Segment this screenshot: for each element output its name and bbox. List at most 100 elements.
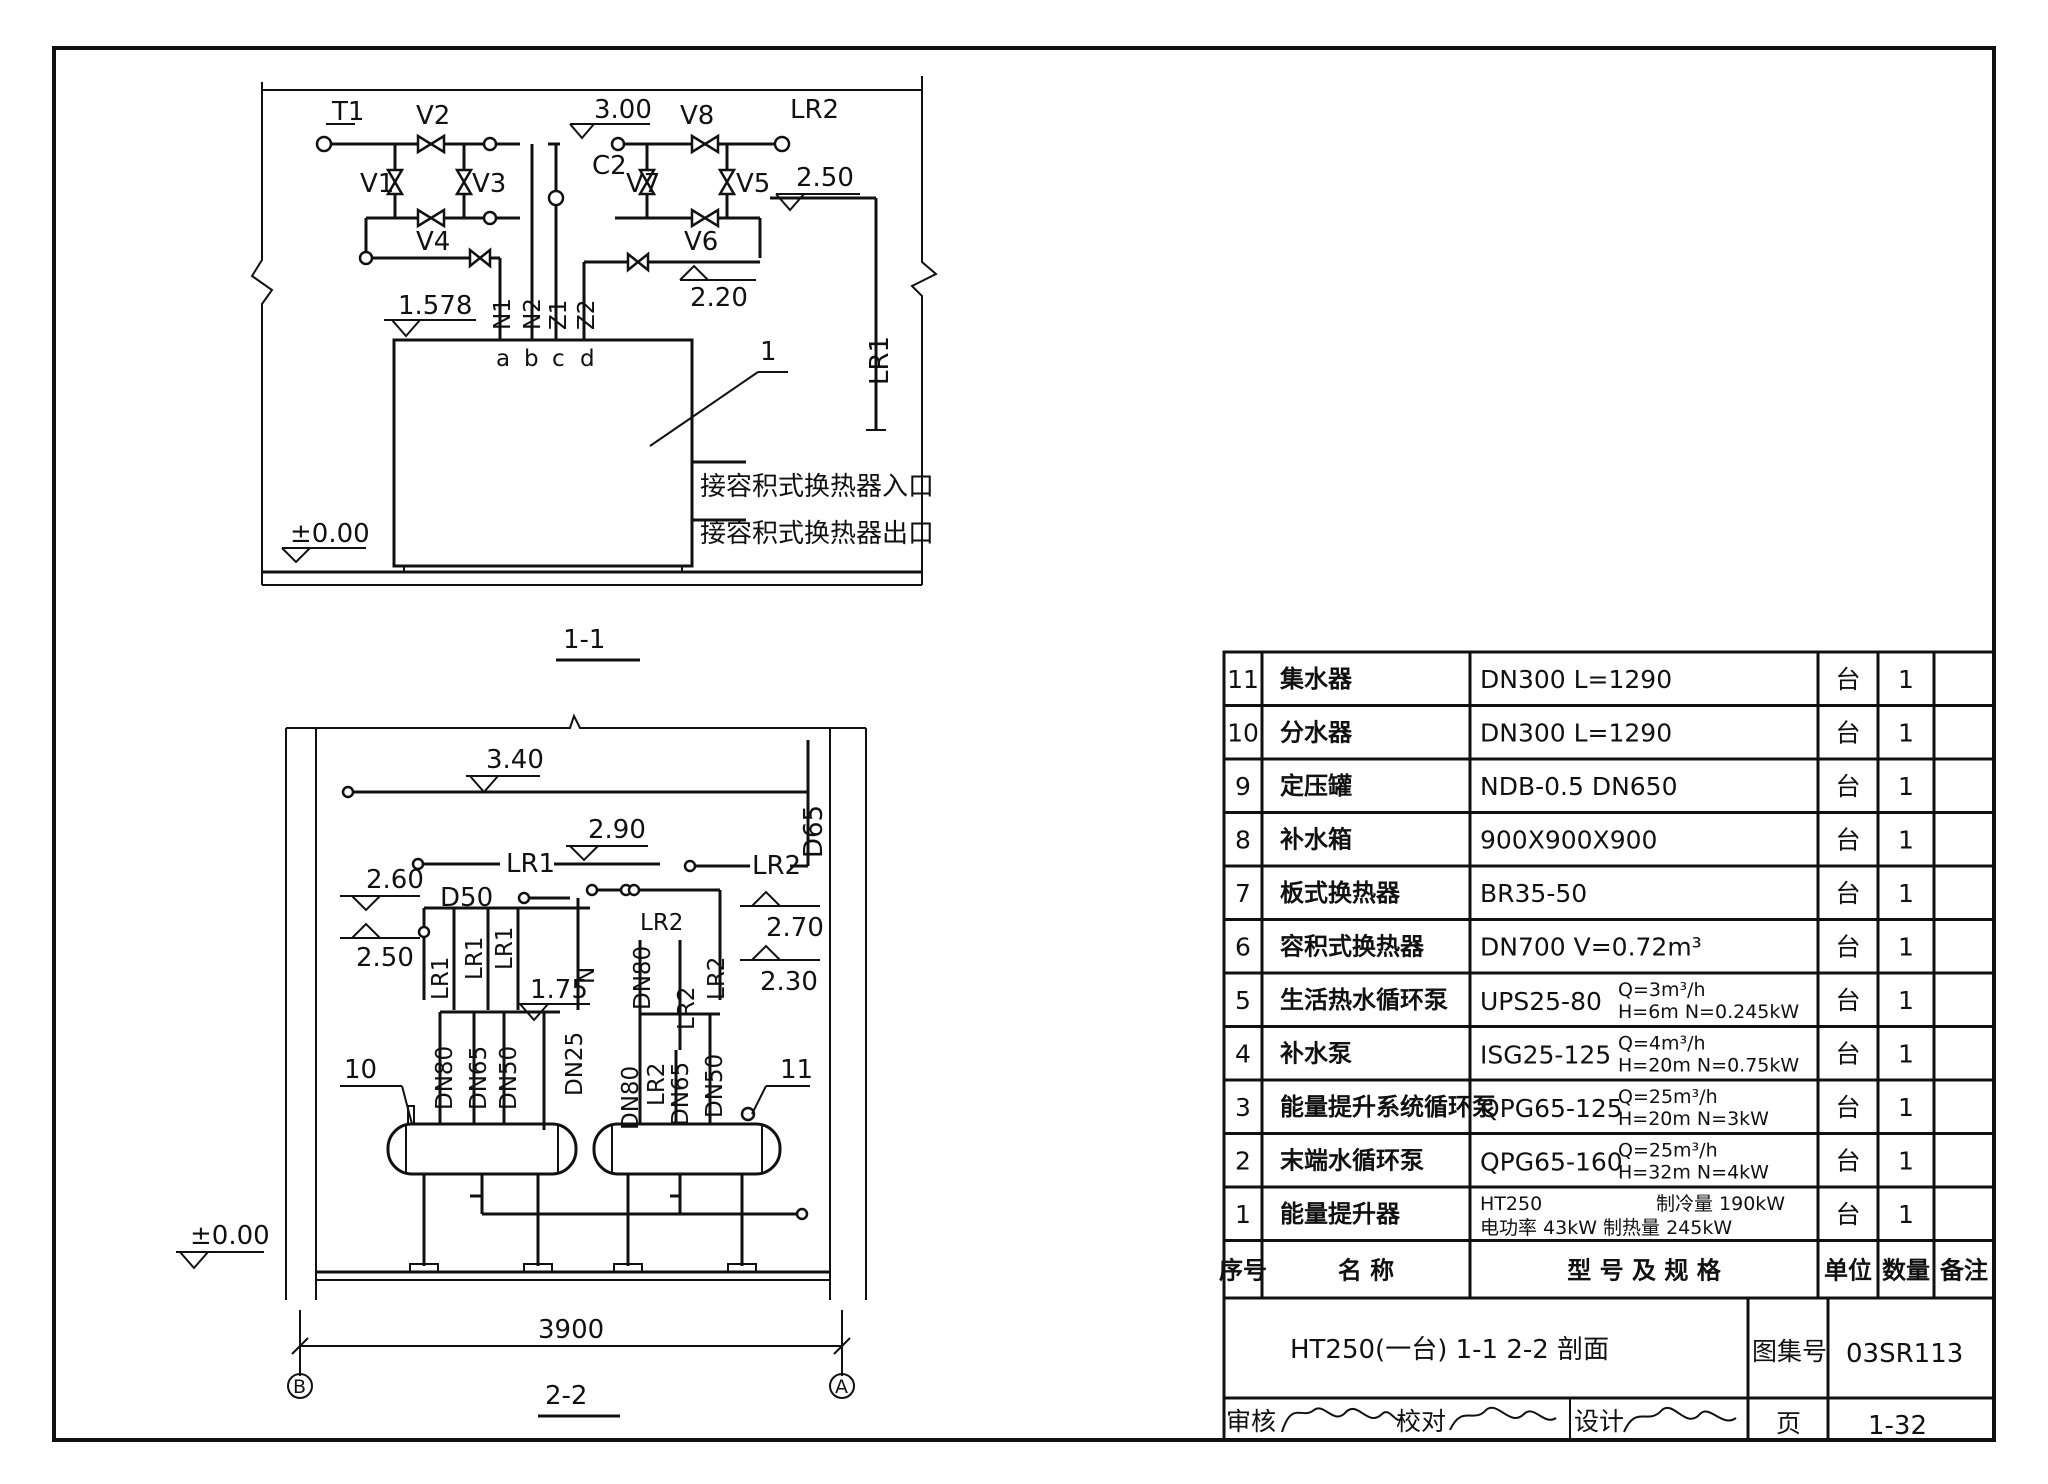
section-title-1-1: 1-1 — [563, 625, 605, 655]
svg-text:V7: V7 — [626, 169, 660, 199]
table-cell-spec-extra: H=20m N=3kW — [1618, 1108, 1769, 1130]
svg-text:3.00: 3.00 — [594, 95, 652, 125]
table-cell-spec-extra: H=6m N=0.245kW — [1618, 1001, 1799, 1023]
title-block: HT250(一台) 1-1 2-2 剖面 图集号 03SR113 审核 校对 设… — [1222, 1296, 1996, 1442]
svg-text:V8: V8 — [680, 101, 714, 131]
table-cell-spec: 900X900X900 — [1480, 825, 1657, 854]
page-label: 页 — [1776, 1409, 1801, 1438]
table-cell-name: 补水泵 — [1280, 1039, 1352, 1067]
label-n1: N1 — [490, 298, 516, 330]
label-n: N — [574, 967, 600, 984]
table-header-cell: 备注 — [1939, 1256, 1988, 1284]
table-cell-no: 5 — [1235, 986, 1251, 1015]
dimension-ticks — [291, 1337, 851, 1355]
label-lr1a: LR1 — [506, 849, 555, 879]
label-z2: Z2 — [574, 300, 600, 330]
table-cell-name: 板式换热器 — [1280, 879, 1401, 907]
table-cell-unit: 台 — [1835, 718, 1860, 747]
table-cell-qty: 1 — [1898, 772, 1914, 801]
table-cell-qty: 1 — [1898, 665, 1914, 694]
table-cell-name: 能量提升系统循环泵 — [1280, 1093, 1496, 1121]
drawing-title: HT250(一台) 1-1 2-2 剖面 — [1290, 1335, 1609, 1365]
elev-340: 3.40 — [466, 745, 544, 794]
table-cell-spec-extra: Q=25m³/h — [1618, 1086, 1718, 1108]
page-number: 1-32 — [1868, 1411, 1927, 1441]
svg-text:2.20: 2.20 — [690, 283, 748, 313]
label-inlet: 接容积式换热器入口 — [700, 472, 934, 502]
svg-text:1.75: 1.75 — [530, 975, 588, 1005]
valve-v8: V8 — [680, 101, 720, 155]
pipe-node — [482, 136, 498, 152]
label-v-dn80b: DN80 — [618, 1066, 644, 1130]
table-cell-qty: 1 — [1898, 718, 1914, 747]
label-n2: N2 — [520, 298, 546, 330]
svg-text:V5: V5 — [736, 169, 770, 199]
support-base — [523, 1263, 553, 1273]
label-lr1c: LR1 — [462, 937, 488, 980]
table-cell-spec: QPG65-160 — [1480, 1147, 1623, 1176]
table-cell-unit: 台 — [1835, 1200, 1860, 1229]
table-cell-qty: 1 — [1898, 986, 1914, 1015]
table-cell-name: 分水器 — [1280, 718, 1353, 746]
port-c: c — [552, 346, 565, 372]
table-cell-qty: 1 — [1898, 1200, 1914, 1229]
support-base — [727, 1263, 757, 1273]
label-lr1: LR1 — [865, 336, 895, 385]
elev-220: 2.20 — [679, 264, 756, 313]
table-cell-qty: 1 — [1898, 1039, 1914, 1068]
table-cell-spec: ISG25-125 — [1480, 1040, 1611, 1069]
table-cell-spec-extra: H=32m N=4kW — [1618, 1161, 1769, 1183]
table-cell-name: 集水器 — [1279, 665, 1353, 693]
label-lr2d: LR2 — [704, 957, 730, 1000]
label-lr2c: LR2 — [674, 987, 700, 1030]
table-header-cell: 型 号 及 规 格 — [1567, 1256, 1721, 1284]
pipe-node — [517, 891, 531, 905]
table-cell-no: 6 — [1235, 932, 1251, 961]
table-cell-spec: NDB-0.5 DN650 — [1480, 772, 1678, 801]
table-cell-spec-extra: 电功率 43kW 制热量 245kW — [1480, 1217, 1732, 1239]
axis-b-label: B — [293, 1376, 306, 1398]
table-cell-spec: DN300 L=1290 — [1480, 665, 1672, 694]
check-label: 校对 — [1396, 1407, 1446, 1436]
section-1-1: T1 LR2 V2 V4 V1 V3 — [250, 76, 938, 662]
elev-000b: ±0.00 — [176, 1221, 270, 1270]
atlas-number: 03SR113 — [1846, 1339, 1963, 1369]
table-header-cell: 数量 — [1882, 1256, 1930, 1284]
table-header-cell: 单位 — [1824, 1256, 1872, 1284]
svg-text:V6: V6 — [684, 227, 718, 257]
table-cell-name: 末端水循环泵 — [1280, 1146, 1424, 1174]
support-base — [613, 1263, 643, 1273]
table-cell-qty: 1 — [1898, 1093, 1914, 1122]
table-cell-no: 7 — [1235, 879, 1251, 908]
table-cell-no: 1 — [1235, 1200, 1251, 1229]
review-label: 审核 — [1226, 1407, 1276, 1436]
table-cell-unit: 台 — [1835, 879, 1860, 908]
table-cell-unit: 台 — [1835, 1039, 1860, 1068]
pipe-node — [547, 189, 565, 207]
svg-text:V3: V3 — [472, 169, 506, 199]
table-cell-no: 2 — [1235, 1146, 1251, 1175]
elev-175: 1.75 — [518, 975, 590, 1022]
table-cell-spec: HT250 — [1480, 1193, 1542, 1215]
table-cell-unit: 台 — [1835, 1146, 1860, 1175]
svg-text:V4: V4 — [416, 227, 450, 257]
item-1-label: 1 — [760, 337, 777, 367]
check-valve — [468, 247, 492, 269]
svg-text:±0.00: ±0.00 — [290, 519, 370, 549]
table-cell-spec: DN700 V=0.72m³ — [1480, 932, 1702, 961]
ceiling-line — [286, 713, 866, 729]
elev-260: 2.60 — [340, 865, 424, 912]
label-d65: D65 — [799, 805, 829, 858]
water-collector — [592, 1122, 782, 1176]
table-cell-name: 补水箱 — [1280, 825, 1352, 853]
svg-text:2.50: 2.50 — [356, 943, 414, 973]
elev-250b: 2.50 — [340, 922, 420, 973]
table-cell-spec-extra: Q=4m³/h — [1618, 1032, 1706, 1054]
valve-v7: V7 — [626, 168, 660, 199]
valve-v3: V3 — [454, 168, 506, 199]
pipe-node — [411, 857, 425, 871]
table-cell-unit: 台 — [1835, 932, 1860, 961]
label-v-dn25: DN25 — [562, 1032, 588, 1096]
axis-a-label: A — [835, 1376, 848, 1398]
label-lr1b: LR1 — [428, 957, 454, 1000]
